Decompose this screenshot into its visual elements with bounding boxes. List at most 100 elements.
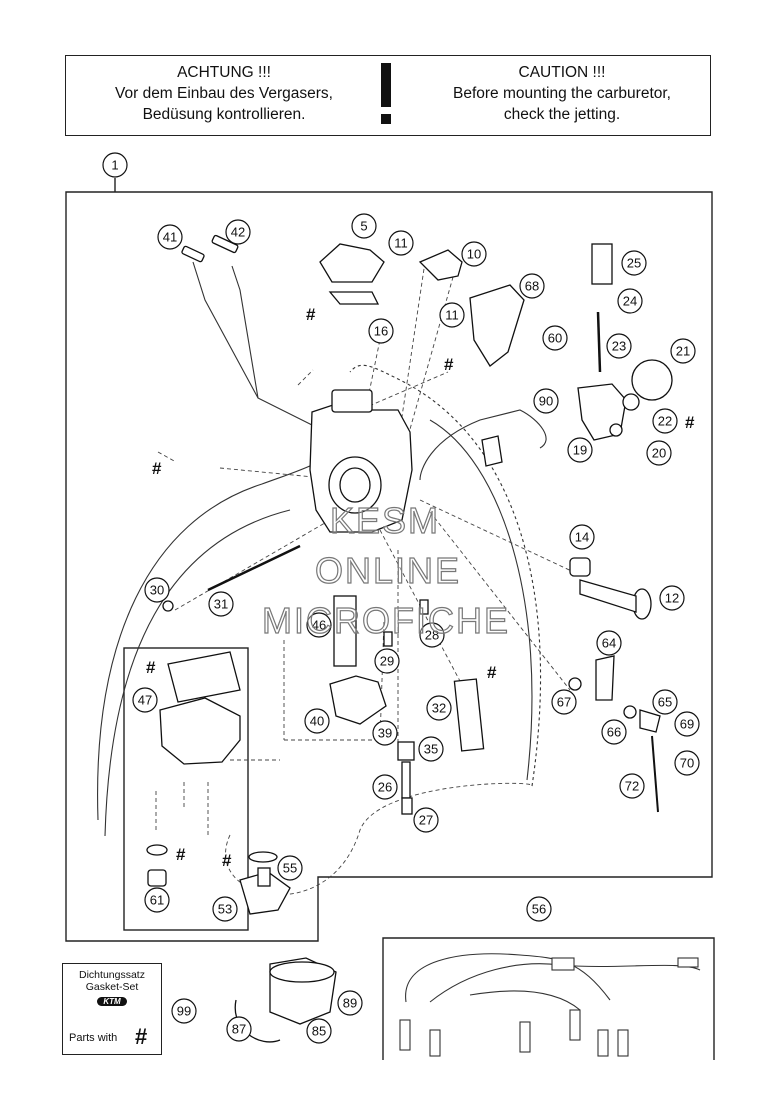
callout-number: 70	[680, 756, 694, 771]
callout-circle	[659, 585, 685, 611]
part-21-gasket	[631, 359, 673, 401]
callout-circle	[144, 577, 170, 603]
callout-circle	[351, 213, 377, 239]
callout-circle	[461, 241, 487, 267]
callout-35: 35	[418, 736, 444, 762]
main-frame	[65, 191, 713, 942]
callout-circle	[374, 648, 400, 674]
callout-number: 56	[532, 902, 546, 917]
callout-circle	[619, 773, 645, 799]
callout-31: 31	[208, 591, 234, 617]
callout-circle	[413, 807, 439, 833]
callout-circle	[368, 318, 394, 344]
part-25-tag	[591, 243, 613, 285]
callout-circle	[621, 250, 647, 276]
warning-de-line1: Vor dem Einbau des Vergasers,	[115, 85, 333, 102]
callout-number: 61	[150, 893, 164, 908]
warning-en-line2: check the jetting.	[503, 106, 621, 123]
callout-circle	[569, 524, 595, 550]
callout-number: 39	[378, 726, 392, 741]
callout-number: 24	[623, 294, 637, 309]
float-chamber-gasket	[167, 651, 241, 703]
cable-line	[192, 261, 259, 399]
callout-56: 56	[526, 896, 552, 922]
callout-number: 64	[602, 636, 616, 651]
callout-number: 68	[525, 279, 539, 294]
callout-circle	[419, 622, 445, 648]
callout-30: 30	[144, 577, 170, 603]
warning-box: ACHTUNG !!! Vor dem Einbau des Vergasers…	[65, 55, 711, 136]
callout-number: 60	[548, 331, 562, 346]
callout-10: 10	[461, 241, 487, 267]
callout-number: 23	[612, 339, 626, 354]
part-29-jet	[383, 631, 393, 647]
callout-28: 28	[419, 622, 445, 648]
cable-line	[231, 265, 319, 429]
callout-32: 32	[426, 695, 452, 721]
callout-circle	[617, 288, 643, 314]
callout-number: 25	[627, 256, 641, 271]
callout-64: 64	[596, 630, 622, 656]
callout-11: 11	[388, 230, 414, 256]
callout-number: 21	[676, 344, 690, 359]
warning-english: CAUTION !!! Before mounting the carburet…	[422, 62, 702, 125]
callout-69: 69	[674, 711, 700, 737]
part-23-needle	[596, 311, 602, 373]
callout-26: 26	[372, 774, 398, 800]
exclamation-icon	[375, 60, 397, 132]
callout-5: 5	[351, 213, 377, 239]
callout-number: 1	[111, 158, 118, 173]
callout-53: 53	[212, 896, 238, 922]
callout-number: 11	[394, 236, 408, 251]
callout-circle	[171, 998, 197, 1024]
callout-61: 61	[144, 887, 170, 913]
callout-39: 39	[372, 720, 398, 746]
callout-circle	[551, 689, 577, 715]
callout-47: 47	[132, 687, 158, 713]
part-67-nut	[568, 677, 582, 691]
callout-number: 85	[312, 1024, 326, 1039]
callout-85: 85	[306, 1018, 332, 1044]
callout-circle	[372, 720, 398, 746]
callout-number: 35	[424, 742, 438, 757]
part-14-spring	[569, 557, 591, 577]
callout-circle	[306, 612, 332, 638]
part-30-washer	[162, 600, 174, 612]
part-40-float	[329, 675, 387, 725]
part-56-cable-set	[399, 953, 701, 1057]
part-28-jet	[419, 599, 429, 615]
callout-12: 12	[659, 585, 685, 611]
callout-circle	[652, 689, 678, 715]
callout-42: 42	[225, 219, 251, 245]
callout-circle	[337, 990, 363, 1016]
watermark-line1: KESM	[329, 499, 441, 541]
callout-number: 55	[283, 861, 297, 876]
callout-55: 55	[277, 855, 303, 881]
gasket-set-card: Dichtungssatz Gasket-Set KTM Parts with …	[62, 963, 162, 1055]
part-10-bracket	[418, 249, 463, 281]
gasket-set-english: Gasket-Set	[85, 981, 139, 993]
warning-en-line1: Before mounting the carburetor,	[453, 85, 671, 102]
callout-circle	[388, 230, 414, 256]
callout-22: 22	[652, 408, 678, 434]
callout-number: 19	[573, 443, 587, 458]
hash-mark: #	[146, 658, 156, 677]
callout-number: 66	[607, 725, 621, 740]
callout-number: 46	[312, 618, 326, 633]
callout-number: 14	[575, 530, 589, 545]
part-55-screw	[211, 234, 239, 254]
callout-circle	[225, 219, 251, 245]
callout-11: 11	[439, 302, 465, 328]
callout-circle	[426, 695, 452, 721]
hash-mark: #	[222, 851, 232, 870]
callout-circle	[439, 302, 465, 328]
callout-number: 67	[557, 695, 571, 710]
callout-circle	[674, 750, 700, 776]
callout-65: 65	[652, 689, 678, 715]
callout-circle	[519, 273, 545, 299]
callout-number: 72	[625, 779, 639, 794]
part-68-cover	[469, 284, 525, 367]
callout-circle	[670, 338, 696, 364]
callout-68: 68	[519, 273, 545, 299]
